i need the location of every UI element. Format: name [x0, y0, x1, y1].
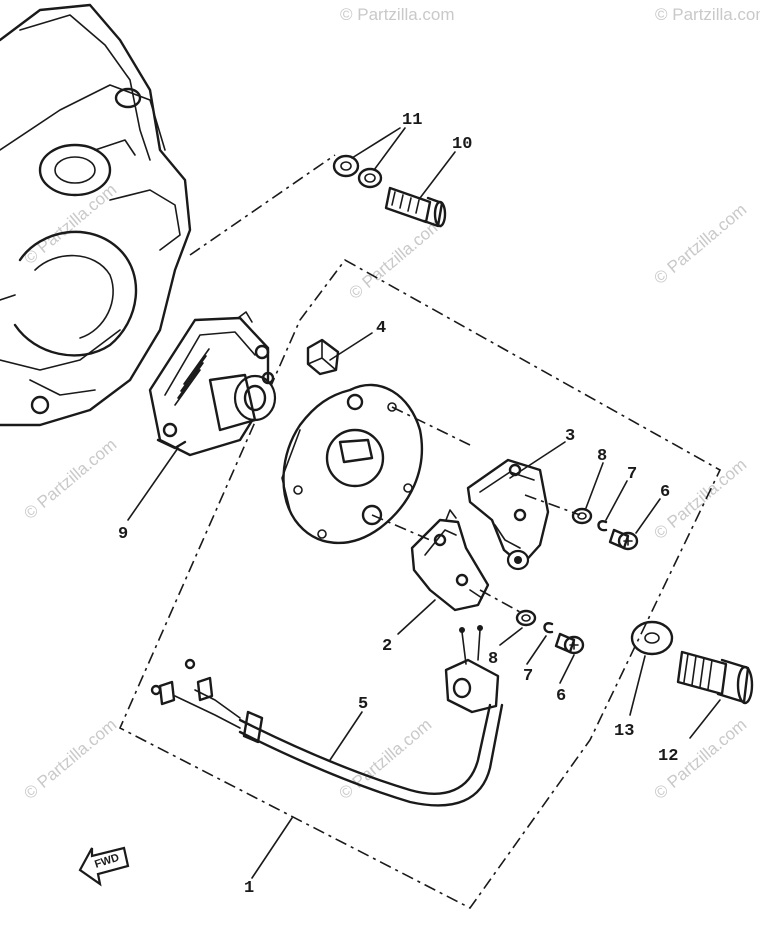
- lead-wire-part-5: [150, 625, 504, 807]
- callout-8b: 8: [488, 650, 498, 669]
- callout-10: 10: [452, 135, 472, 154]
- contact-breaker-part-2: [410, 509, 490, 612]
- callout-3: 3: [565, 427, 575, 446]
- watermark-text: © Partzilla.com: [20, 715, 120, 803]
- callout-1: 1: [244, 879, 254, 898]
- watermark-text: © Partzilla.com: [345, 215, 445, 303]
- hardware-upper: [571, 507, 639, 551]
- hardware-lower: [515, 609, 585, 655]
- leader-line: [189, 154, 336, 256]
- leader-line: [391, 406, 471, 446]
- assembly-outline: [118, 258, 722, 910]
- fwd-arrow-icon: FWD: [78, 846, 130, 887]
- callout-12: 12: [658, 747, 678, 766]
- watermark-text: © Partzilla.com: [650, 200, 750, 288]
- washer-part-13: [630, 620, 674, 656]
- watermark-text: © Partzilla.com: [655, 5, 760, 24]
- callout-7a: 7: [627, 465, 637, 484]
- callout-2: 2: [382, 637, 392, 656]
- callout-6b: 6: [556, 687, 566, 706]
- watermark-text: © Partzilla.com: [340, 5, 455, 24]
- callout-8a: 8: [597, 447, 607, 466]
- callout-6a: 6: [660, 483, 670, 502]
- leader-line: [524, 494, 581, 516]
- callout-4: 4: [376, 319, 386, 338]
- washer-part-11: [332, 154, 383, 189]
- callout-13: 13: [614, 722, 634, 741]
- breaker-base-plate: [281, 383, 424, 545]
- bolt-part-12: [676, 650, 754, 705]
- callout-11: 11: [402, 111, 422, 130]
- contact-breaker-part-3: [466, 458, 550, 571]
- crankcase-housing: [0, 3, 192, 427]
- leader-line: [479, 589, 521, 613]
- callout-7b: 7: [523, 667, 533, 686]
- callout-leaders: [127, 127, 721, 879]
- felt-part-4: [306, 338, 340, 376]
- bolt-part-10: [384, 186, 447, 228]
- watermark-text: © Partzilla.com: [20, 435, 120, 523]
- callout-5: 5: [358, 695, 368, 714]
- callout-9: 9: [118, 525, 128, 544]
- callout-numbers: 11 10 4 3 8 7 6 9 2 8 7 6 13 12 5 1: [118, 111, 678, 898]
- leader-line: [371, 514, 431, 541]
- advancer-part-9: [148, 311, 277, 457]
